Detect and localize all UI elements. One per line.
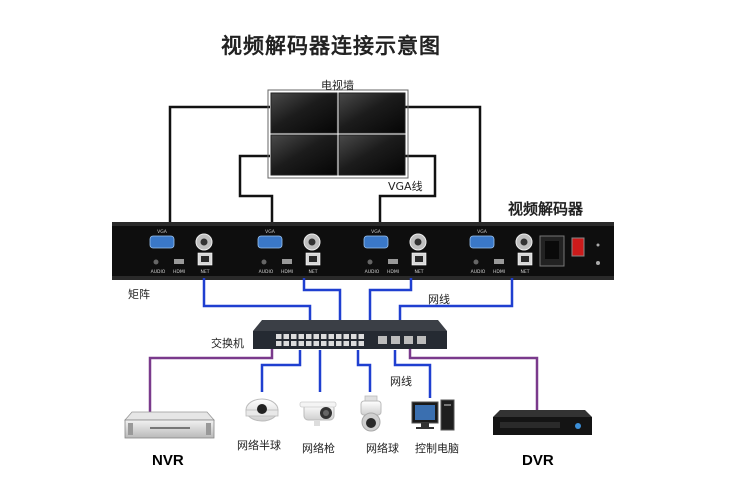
switch-port	[276, 341, 282, 346]
decoder-network-cables	[202, 278, 514, 322]
dvr-device	[493, 410, 592, 435]
switch-port	[358, 341, 364, 346]
bullet-camera-label: 网络枪	[302, 442, 335, 455]
vga-cable-1	[168, 105, 270, 222]
switch-uplink-port	[378, 336, 387, 344]
hdmi-port-label-1: HDMI	[173, 269, 185, 275]
video-decoder-device: VGA AUDIO HDMI NET VGA AUDIO HDMI NET VGA AUDIO HD…	[112, 222, 614, 280]
tv-screen-2	[338, 92, 406, 134]
vga-port-2	[257, 235, 283, 249]
network-ptz-camera	[360, 395, 382, 432]
switch-uplink-port	[404, 336, 413, 344]
matrix-label: 矩阵	[128, 288, 150, 301]
switch-label: 交换机	[211, 337, 244, 350]
switch-uplink-port	[391, 336, 400, 344]
switch-port	[343, 341, 349, 346]
vga-cable-2	[238, 154, 274, 222]
switch-port	[291, 334, 297, 339]
switch-port	[313, 341, 319, 346]
switch-port	[336, 334, 342, 339]
ptz-camera-label: 网络球	[366, 442, 399, 455]
switch-port	[351, 334, 357, 339]
tv-screen-3	[270, 134, 338, 176]
switch-port	[321, 334, 327, 339]
vga-cable-4	[404, 105, 482, 222]
network-cable-label-top: 网线	[428, 293, 450, 306]
switch-port	[306, 334, 312, 339]
vga-port-3	[363, 235, 389, 249]
audio-port-3	[367, 259, 373, 265]
tv-screen-4	[338, 134, 406, 176]
control-pc	[411, 399, 455, 431]
switch-uplink-port	[417, 336, 426, 344]
switch-port	[298, 334, 304, 339]
net-port-label-2: NET	[309, 269, 318, 275]
switch-port	[306, 341, 312, 346]
switch-port	[336, 341, 342, 346]
vga-cable-3	[378, 154, 437, 222]
vga-port-4	[469, 235, 495, 249]
switch-port	[276, 334, 282, 339]
hdmi-port-4	[494, 259, 504, 264]
tv-screen-1	[270, 92, 338, 134]
net-port-label-3: NET	[415, 269, 424, 275]
audio-port-4	[473, 259, 479, 265]
camera-network-cables	[260, 350, 432, 398]
vga-port-label-3: VGA	[371, 229, 382, 235]
nvr-device	[124, 411, 215, 439]
audio-port-label-3: AUDIO	[365, 269, 380, 275]
switch-port	[298, 341, 304, 346]
dome-camera-label: 网络半球	[237, 439, 281, 452]
switch-port	[313, 334, 319, 339]
audio-port-label-1: AUDIO	[151, 269, 166, 275]
switch-port	[343, 334, 349, 339]
network-dome-camera	[245, 398, 279, 422]
diagram-title: 视频解码器连接示意图	[221, 34, 441, 58]
network-switch	[253, 320, 447, 349]
tv-wall-label: 电视墙	[321, 79, 354, 92]
switch-port	[358, 334, 364, 339]
network-cable-label-bottom: 网线	[390, 375, 412, 388]
decoder-label: 视频解码器	[508, 200, 584, 218]
control-pc-label: 控制电脑	[415, 442, 459, 455]
network-bullet-camera	[299, 401, 337, 426]
net-port-label-4: NET	[521, 269, 530, 275]
audio-port-label-4: AUDIO	[471, 269, 486, 275]
vga-cable-label: VGA线	[388, 180, 423, 193]
vga-cables	[168, 105, 482, 222]
nvr-label: NVR	[152, 452, 184, 469]
hdmi-port-1	[174, 259, 184, 264]
audio-port-label-2: AUDIO	[259, 269, 274, 275]
audio-port-2	[261, 259, 267, 265]
vga-port-label-1: VGA	[157, 229, 168, 235]
vga-port-label-2: VGA	[265, 229, 276, 235]
hdmi-port-3	[388, 259, 398, 264]
switch-port	[283, 341, 289, 346]
switch-port	[328, 341, 334, 346]
switch-port	[291, 341, 297, 346]
hdmi-port-label-2: HDMI	[281, 269, 293, 275]
hdmi-port-label-4: HDMI	[493, 269, 505, 275]
recorder-cables	[148, 347, 539, 412]
switch-port	[283, 334, 289, 339]
tv-wall	[267, 89, 409, 179]
power-switch[interactable]	[571, 237, 585, 257]
hdmi-port-label-3: HDMI	[387, 269, 399, 275]
dvr-label: DVR	[522, 452, 554, 469]
audio-port-1	[153, 259, 159, 265]
net-port-label-1: NET	[201, 269, 210, 275]
vga-port-1	[149, 235, 175, 249]
switch-port	[328, 334, 334, 339]
switch-port	[321, 341, 327, 346]
vga-port-label-4: VGA	[477, 229, 488, 235]
switch-port	[351, 341, 357, 346]
hdmi-port-2	[282, 259, 292, 264]
